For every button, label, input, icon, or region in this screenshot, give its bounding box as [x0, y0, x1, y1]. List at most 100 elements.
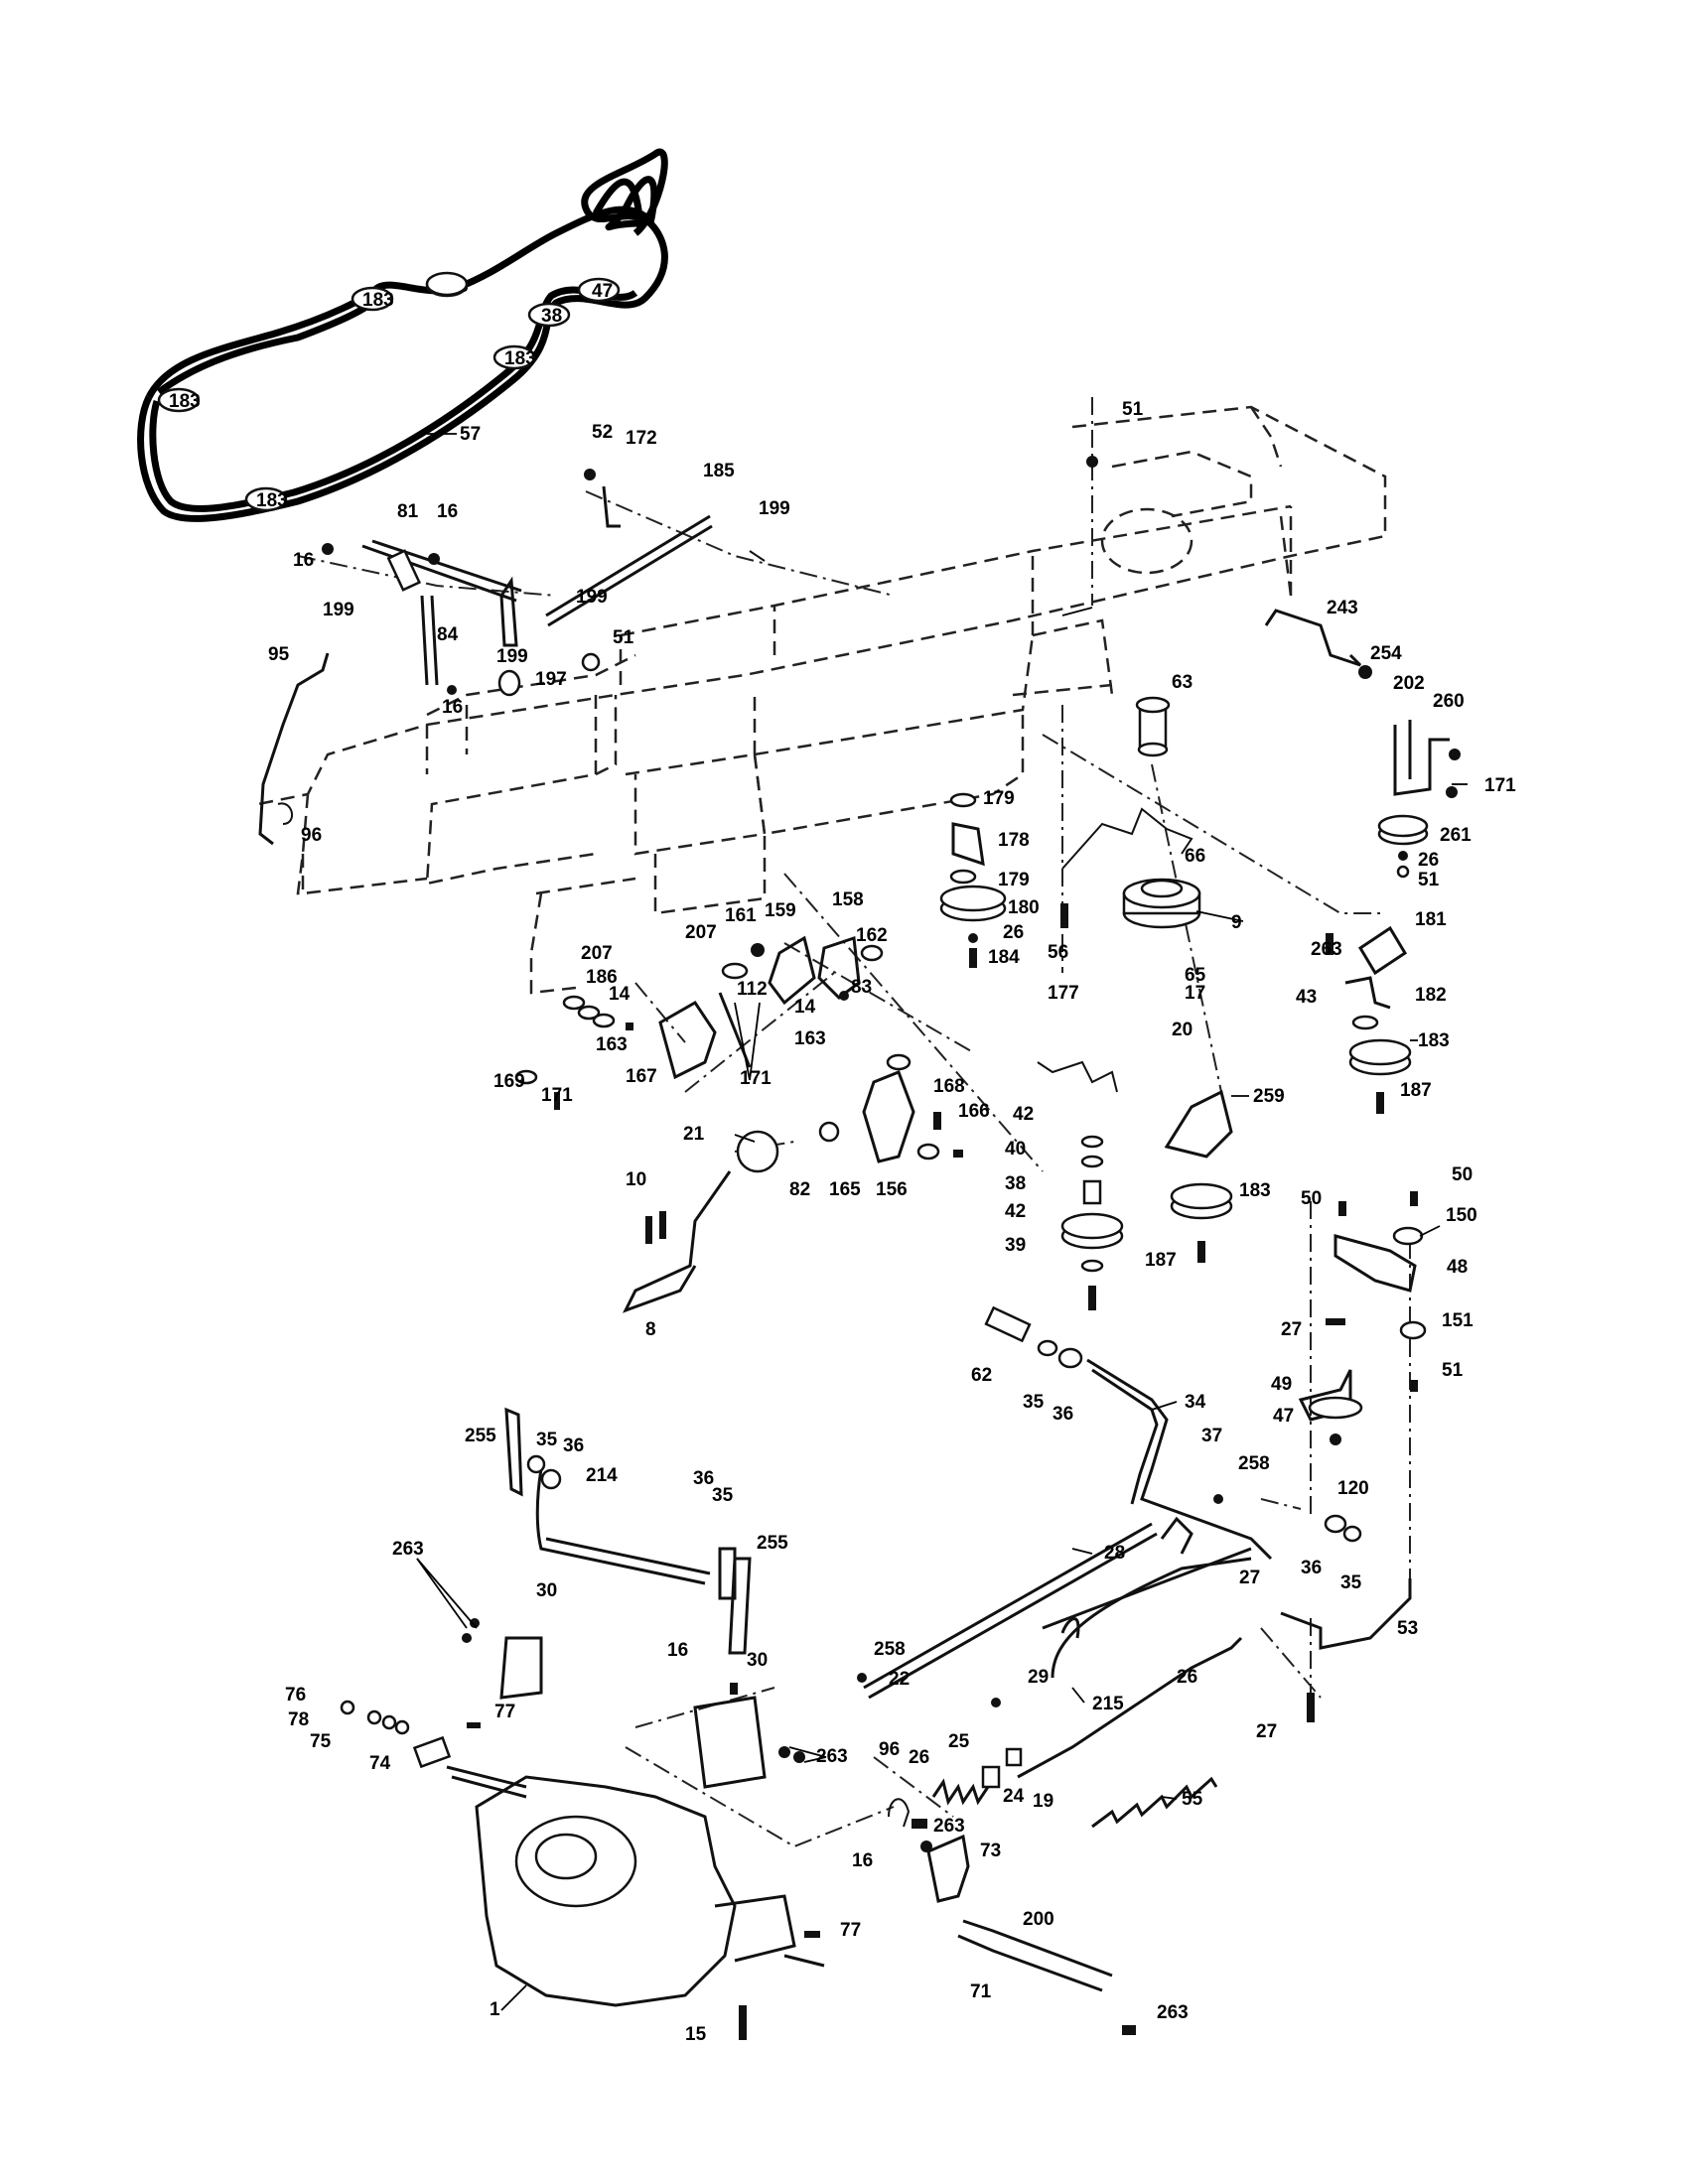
callout-207b: 207 — [581, 943, 613, 964]
callout-47: 47 — [1273, 1406, 1294, 1427]
nut-51-top — [1086, 456, 1098, 468]
callout-75: 75 — [310, 1731, 332, 1752]
callout-51d: 51 — [1442, 1360, 1464, 1381]
callout-214: 214 — [586, 1465, 618, 1486]
callout-66: 66 — [1185, 846, 1205, 867]
callout-35c: 35 — [536, 1430, 558, 1450]
bolt-27-lower — [1307, 1693, 1315, 1722]
callout-254: 254 — [1370, 643, 1402, 664]
callout-202: 202 — [1393, 673, 1425, 694]
callout-171b: 171 — [541, 1085, 573, 1106]
callout-263e: 263 — [816, 1746, 848, 1767]
frame-outline — [257, 405, 1387, 995]
callout-197: 197 — [535, 669, 567, 690]
callout-35b: 35 — [1340, 1572, 1362, 1593]
wire-177 — [1037, 1060, 1118, 1093]
bracket-30-left — [462, 1618, 543, 1700]
callout-263a: 263 — [1311, 939, 1342, 960]
callout-20: 20 — [1172, 1020, 1193, 1040]
callout-16d: 16 — [852, 1850, 873, 1871]
callout-83: 83 — [851, 977, 872, 998]
callout-187b: 187 — [1145, 1250, 1177, 1271]
rod-215 — [1017, 1636, 1243, 1779]
callout-200: 200 — [1023, 1909, 1054, 1930]
idler-bracket-49 — [1298, 1369, 1363, 1445]
callout-19: 19 — [1033, 1791, 1053, 1812]
shaft-assembly-81-84 — [322, 539, 522, 695]
callout-36c: 36 — [563, 1435, 584, 1456]
rod-53 — [1280, 1578, 1412, 1650]
bracket-30-center — [693, 1683, 805, 1789]
callout-179a: 179 — [983, 788, 1015, 809]
callout-180: 180 — [1008, 897, 1040, 918]
callout-36a: 36 — [1052, 1404, 1073, 1425]
callout-74: 74 — [369, 1753, 391, 1774]
callout-81: 81 — [397, 501, 419, 522]
callout-51a: 51 — [613, 627, 634, 648]
callout-78: 78 — [288, 1709, 309, 1730]
callout-162: 162 — [856, 925, 888, 946]
callout-120: 120 — [1337, 1478, 1369, 1499]
callout-53: 53 — [1397, 1618, 1418, 1639]
bracket-260 — [1377, 720, 1461, 879]
pulley-tag-6: 47 — [577, 277, 621, 303]
callout-27c: 27 — [1256, 1721, 1277, 1742]
callout-181: 181 — [1415, 909, 1447, 930]
callout-14a: 14 — [609, 984, 631, 1005]
axle-parts-left — [340, 1700, 481, 1769]
callout-186: 186 — [586, 967, 618, 988]
idler-assembly-181 — [1326, 925, 1412, 1114]
callout-163a: 163 — [596, 1034, 628, 1055]
callout-183a: 183 — [1418, 1030, 1450, 1051]
callout-57: 57 — [460, 424, 481, 445]
svg-text:183: 183 — [362, 290, 394, 311]
svg-text:38: 38 — [541, 306, 562, 327]
callout-77b: 77 — [840, 1920, 861, 1941]
callout-95: 95 — [268, 644, 290, 665]
callout-168: 168 — [933, 1076, 965, 1097]
callout-156: 156 — [876, 1179, 908, 1200]
callout-260: 260 — [1433, 691, 1465, 712]
callout-158: 158 — [832, 889, 864, 910]
callout-39: 39 — [1005, 1235, 1026, 1256]
rod-214 — [504, 1407, 752, 1655]
callout-62: 62 — [971, 1365, 992, 1386]
callout-150: 150 — [1446, 1205, 1477, 1226]
idler-stack-180 — [939, 792, 1068, 968]
svg-text:47: 47 — [592, 281, 613, 302]
drive-belt-57 — [137, 148, 668, 522]
callout-27a: 27 — [1281, 1319, 1302, 1340]
callout-179b: 179 — [998, 870, 1030, 890]
callout-171a: 171 — [1484, 775, 1516, 796]
callout-50b: 50 — [1452, 1164, 1473, 1185]
callout-55: 55 — [1182, 1789, 1203, 1810]
clip-96 — [888, 1798, 911, 1828]
callout-199c: 199 — [323, 600, 354, 620]
callout-15: 15 — [685, 2024, 707, 2045]
callout-159: 159 — [765, 900, 796, 921]
callout-259: 259 — [1253, 1086, 1285, 1107]
hairpin-96 — [277, 802, 293, 825]
bolt-254 — [1358, 665, 1372, 679]
svg-text:183: 183 — [256, 490, 288, 511]
callout-73: 73 — [980, 1841, 1001, 1861]
callout-258a: 258 — [1238, 1453, 1270, 1474]
bolts-10 — [645, 1211, 666, 1244]
callout-16a: 16 — [437, 501, 458, 522]
callout-65: 65 — [1185, 965, 1206, 986]
callout-199b: 199 — [576, 587, 608, 608]
clip-197 — [497, 669, 521, 697]
callout-16c: 16 — [442, 697, 463, 718]
callout-38: 38 — [1005, 1173, 1026, 1194]
svg-text:183: 183 — [169, 391, 201, 412]
callout-258b: 258 — [874, 1639, 906, 1660]
rod-185 — [545, 469, 766, 627]
callout-50a: 50 — [1301, 1188, 1322, 1209]
callout-42a: 42 — [1013, 1104, 1034, 1125]
callout-96a: 96 — [301, 825, 322, 846]
callout-178: 178 — [998, 830, 1030, 851]
pto-clutch-9 — [1122, 878, 1201, 929]
callout-10: 10 — [626, 1169, 646, 1190]
lever-71 — [912, 1819, 1136, 2035]
idler-bracket-259 — [1164, 1089, 1233, 1263]
